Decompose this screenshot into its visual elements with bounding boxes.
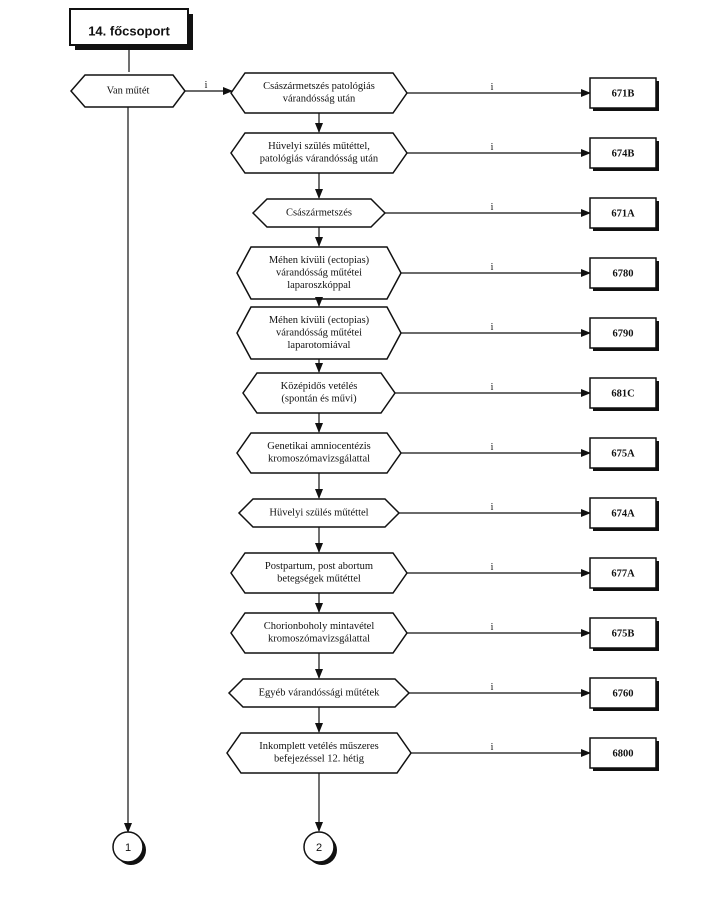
connector-2-label: 2 bbox=[316, 842, 322, 854]
decision-node: Hüvelyi szülés műtéttel, patológiás váran… bbox=[230, 132, 659, 174]
decision-node-shape bbox=[227, 678, 411, 708]
code-box bbox=[589, 677, 657, 709]
yes-label: i bbox=[491, 562, 494, 573]
decision-node-text: várandósság műtétei bbox=[276, 327, 362, 338]
yes-label: i bbox=[491, 442, 494, 453]
yes-label: i bbox=[491, 682, 494, 693]
decision-node-text: Császármetszés patológiás bbox=[263, 81, 375, 92]
decision-node: Méhen kívüli (ectopias)várandósság műtét… bbox=[236, 246, 659, 300]
decision-node-shape bbox=[251, 198, 387, 228]
decision-node-shape bbox=[230, 612, 408, 654]
decision-node-text: befejezéssel 12. hétig bbox=[274, 754, 365, 765]
decision-node-shape bbox=[242, 372, 396, 414]
decision-node-text: Hüvelyi szülés műtéttel bbox=[269, 507, 368, 518]
decision-node-text: Inkomplett vetélés műszeres bbox=[259, 741, 379, 752]
code-box-label: 674B bbox=[612, 148, 635, 159]
start-node-label: Van műtét bbox=[107, 85, 150, 96]
decision-node: Méhen kívüli (ectopias)várandósság műtét… bbox=[236, 306, 659, 360]
decision-node-shape bbox=[226, 732, 412, 774]
start-node: Van műtét bbox=[70, 74, 186, 108]
decision-node: Genetikai amniocentézis kromoszómavizsgál… bbox=[236, 432, 659, 474]
code-box bbox=[589, 137, 657, 169]
decision-node: Egyéb várandóssági műtétek i 6760 bbox=[227, 677, 659, 711]
decision-node: Hüvelyi szülés műtéttel i 674A bbox=[237, 497, 659, 531]
header-title: 14. főcsoport bbox=[88, 23, 170, 38]
code-box bbox=[589, 197, 657, 229]
decision-node-text: Chorionboholy mintavétel bbox=[264, 621, 375, 632]
yes-label: i bbox=[491, 382, 494, 393]
decision-node-shape bbox=[236, 432, 402, 474]
decision-node-text: Méhen kívüli (ectopias) bbox=[269, 315, 370, 326]
code-box-label: 6790 bbox=[613, 328, 634, 339]
decision-node: Középidős vetélés (spontán és művi) i 681C bbox=[242, 372, 659, 414]
code-box-label: 677A bbox=[611, 568, 635, 579]
code-box bbox=[589, 617, 657, 649]
code-box bbox=[589, 497, 657, 529]
decision-node-shape bbox=[230, 132, 408, 174]
decision-node: Császármetszés patológiás várandósság utá… bbox=[230, 72, 659, 114]
yes-label: i bbox=[491, 142, 494, 153]
decision-node: Postpartum, post abortum betegségek műtét… bbox=[230, 552, 659, 594]
decision-node-shape bbox=[230, 552, 408, 594]
yes-label: i bbox=[491, 202, 494, 213]
code-box bbox=[589, 437, 657, 469]
decision-node-text: laparotomiával bbox=[288, 340, 351, 351]
yes-label: i bbox=[491, 82, 494, 93]
decision-node-text: kromoszómavizsgálattal bbox=[268, 634, 370, 645]
decision-node-text: Hüvelyi szülés műtéttel, bbox=[268, 141, 370, 152]
decision-node-shape bbox=[237, 498, 401, 528]
decision-node-text: (spontán és művi) bbox=[281, 394, 357, 405]
header-box: 14. főcsoport bbox=[69, 8, 193, 50]
decision-node-shape bbox=[230, 72, 408, 114]
code-box bbox=[589, 737, 657, 769]
decision-node-text: betegségek műtéttel bbox=[277, 574, 361, 585]
yes-label: i bbox=[491, 502, 494, 513]
decision-node-shape bbox=[236, 246, 402, 300]
decision-node: Chorionboholy mintavétel kromoszómavizsgá… bbox=[230, 612, 659, 654]
code-box bbox=[589, 317, 657, 349]
decision-node-text: Méhen kívüli (ectopias) bbox=[269, 255, 370, 266]
code-box-label: 675B bbox=[612, 628, 635, 639]
connector-1-label: 1 bbox=[125, 842, 131, 854]
decision-node-text: Genetikai amniocentézis bbox=[267, 441, 371, 452]
yes-label: i bbox=[491, 262, 494, 273]
decision-node-text: kromoszómavizsgálattal bbox=[268, 454, 370, 465]
code-box-label: 671B bbox=[612, 88, 635, 99]
decision-nodes: Császármetszés patológiás várandósság utá… bbox=[226, 72, 659, 832]
decision-node-text: Egyéb várandóssági műtétek bbox=[259, 687, 380, 698]
code-box bbox=[589, 77, 657, 109]
decision-node-text: Postpartum, post abortum bbox=[265, 561, 373, 572]
decision-node: Inkomplett vetélés műszeres befejezéssel … bbox=[226, 732, 659, 774]
code-box-label: 675A bbox=[611, 448, 635, 459]
decision-node-shape bbox=[236, 306, 402, 360]
yes-label: i bbox=[491, 742, 494, 753]
start-yes-label: i bbox=[205, 80, 208, 91]
decision-node-text: Császármetszés bbox=[286, 207, 352, 218]
decision-node-text: Középidős vetélés bbox=[281, 381, 358, 392]
yes-label: i bbox=[491, 622, 494, 633]
code-box-label: 6780 bbox=[613, 268, 634, 279]
code-box bbox=[589, 377, 657, 409]
code-box-label: 674A bbox=[611, 508, 635, 519]
decision-node-text: várandósság műtétei bbox=[276, 267, 362, 278]
connector-1: 1 bbox=[112, 831, 146, 865]
code-box bbox=[589, 557, 657, 589]
decision-node-text: laparoszkóppal bbox=[287, 280, 351, 291]
decision-node-text: várandósság után bbox=[283, 94, 356, 105]
decision-node-text: patológiás várandósság után bbox=[260, 154, 379, 165]
code-box-label: 6760 bbox=[613, 688, 634, 699]
code-box-label: 6800 bbox=[613, 748, 634, 759]
code-box bbox=[589, 257, 657, 289]
code-box-label: 671A bbox=[611, 208, 635, 219]
decision-node: Császármetszés i 671A bbox=[251, 197, 659, 231]
code-box-label: 681C bbox=[611, 388, 634, 399]
yes-label: i bbox=[491, 322, 494, 333]
connector-2: 2 bbox=[303, 831, 337, 865]
